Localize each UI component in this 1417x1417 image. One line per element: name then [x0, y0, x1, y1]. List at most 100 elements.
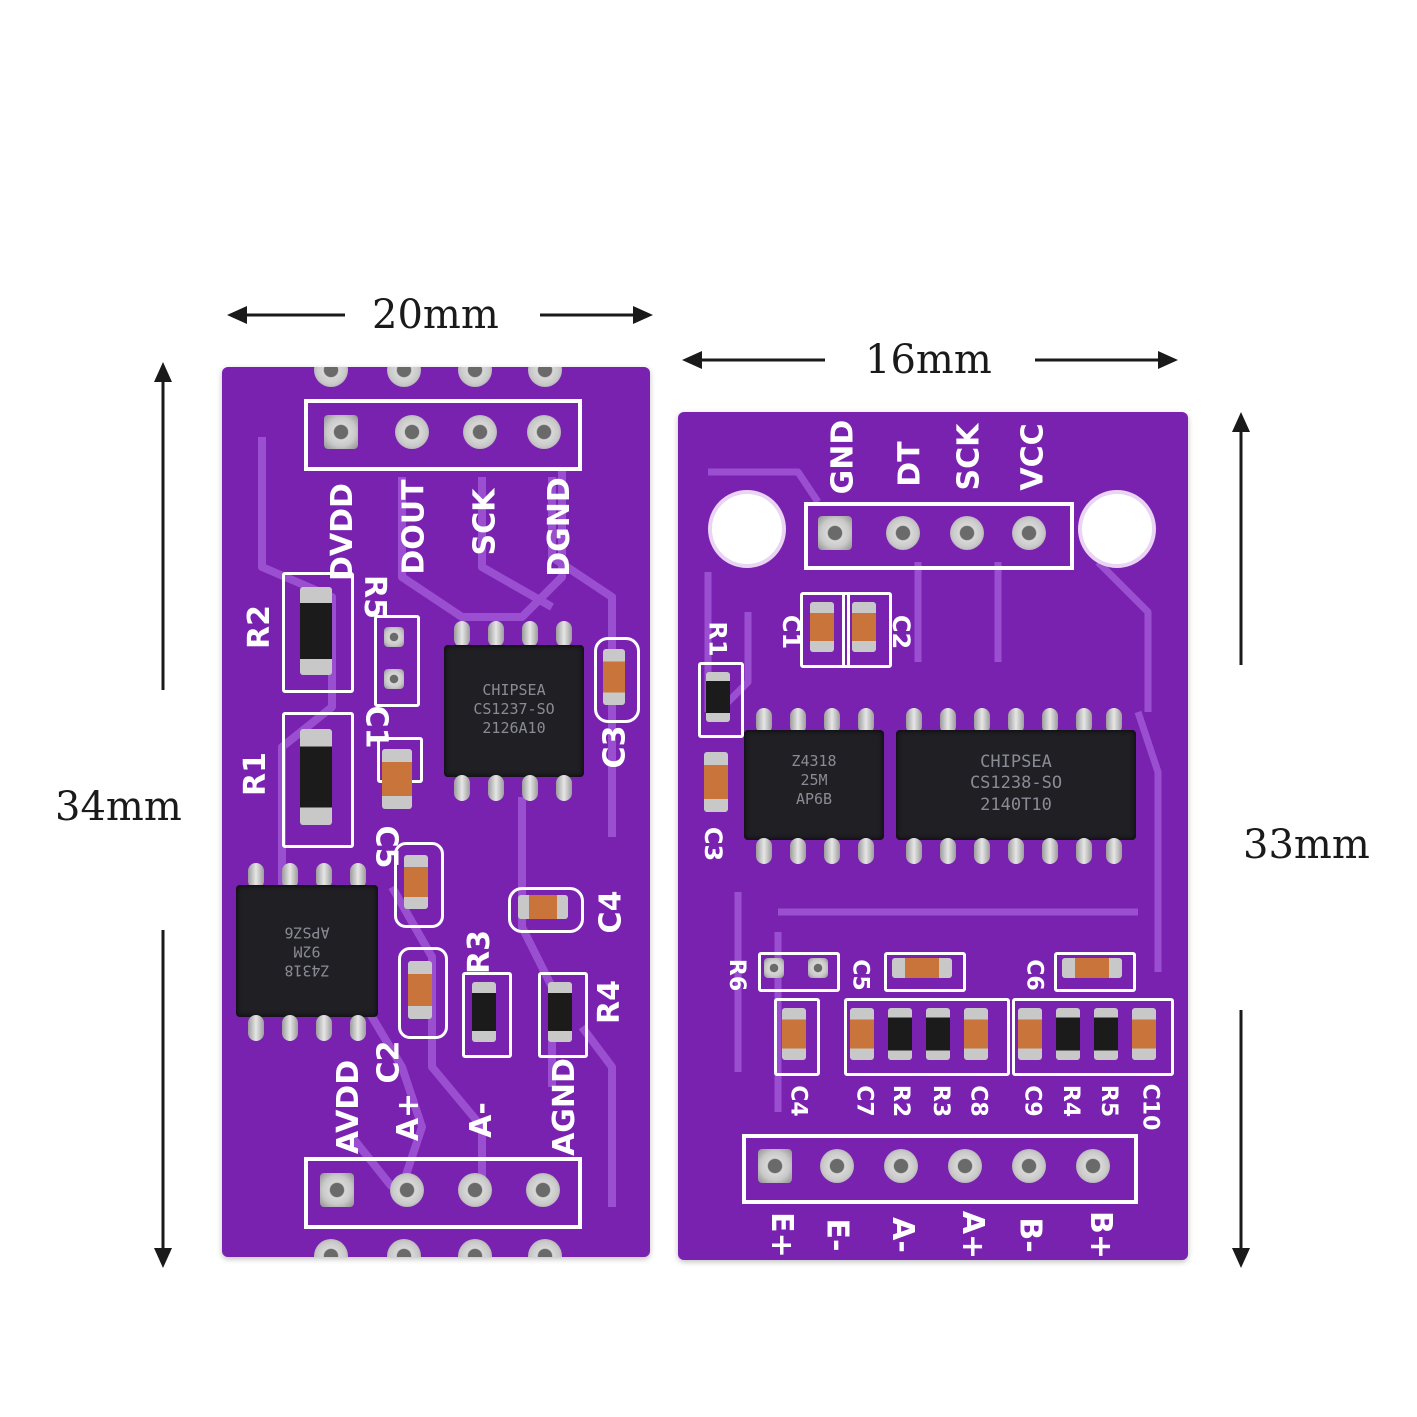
height-arrow-left-board	[154, 362, 172, 1268]
right-top-pad-1	[818, 516, 852, 550]
left-r5-pad-2	[384, 669, 404, 689]
right-chip2-leg-b5	[1042, 838, 1058, 864]
left-label-r5: R5	[356, 575, 392, 619]
chip-mark-line-3: 2126A10	[482, 718, 546, 737]
right-pin-label-a-minus: A-	[884, 1217, 920, 1253]
left-chip1-leg-t1	[454, 621, 470, 647]
chip-mark-line-2: 25M	[800, 770, 828, 789]
right-chip2-leg-b3	[974, 838, 990, 864]
right-c6-outline	[1054, 952, 1136, 992]
right-pin-label-a-plus: A+	[955, 1210, 991, 1260]
left-height-label: 34mm	[55, 784, 182, 830]
left-label-c3: C3	[597, 725, 633, 769]
left-top-pad-1	[324, 415, 358, 449]
right-bank-left-outline	[774, 998, 820, 1076]
right-pcb-board: GND DT SCK VCC C1 C2 R1 C3 Z4318 25M AP6…	[678, 412, 1188, 1260]
chip-marking: CHIPSEA CS1238-SO 2140T10	[896, 752, 1136, 816]
left-chip2-leg-b3	[316, 1015, 332, 1041]
left-label-c4: C4	[593, 890, 629, 934]
right-c2-capacitor	[852, 602, 876, 652]
right-c1-outline	[800, 592, 850, 668]
left-top-header-outline	[304, 399, 582, 471]
right-label-r3: R3	[928, 1084, 954, 1118]
right-chip2-leg-b1	[906, 838, 922, 864]
right-pcb-traces	[704, 468, 1162, 1112]
right-top-pad-4	[1012, 516, 1046, 550]
right-label-c8: C8	[965, 1085, 991, 1117]
left-chip1-leg-b3	[522, 775, 538, 801]
left-top-pin-3	[458, 367, 492, 387]
right-chip2-leg-t3	[974, 708, 990, 734]
right-pin-label-e-minus: E-	[819, 1218, 855, 1252]
chip-mark-line-2: 92M	[293, 942, 321, 961]
right-chip2-leg-b6	[1076, 838, 1092, 864]
right-bank-mid-outline	[844, 998, 1010, 1076]
left-pin-label-avdd: AVDD	[331, 1059, 367, 1155]
right-bottom-pad-4	[948, 1149, 982, 1183]
right-chip2-leg-t1	[906, 708, 922, 734]
right-pin-label-dt: DT	[892, 441, 928, 487]
right-r1-outline	[698, 662, 744, 738]
right-label-c10: C10	[1137, 1083, 1163, 1131]
right-label-c2: C2	[887, 614, 916, 650]
right-c1-capacitor	[810, 602, 834, 652]
right-c6-capacitor	[1062, 958, 1122, 978]
right-c3-capacitor	[704, 752, 728, 812]
left-c5-outline	[394, 842, 444, 928]
left-chip1-leg-b1	[454, 775, 470, 801]
left-r1-outline	[282, 712, 354, 848]
right-r5-resistor	[1094, 1008, 1118, 1060]
left-label-r2: R2	[241, 605, 277, 649]
left-c2-capacitor	[408, 961, 432, 1019]
right-label-r1: R1	[703, 621, 732, 657]
left-bottom-header-outline	[304, 1157, 582, 1229]
right-r4-resistor	[1056, 1008, 1080, 1060]
left-chip1-leg-b2	[488, 775, 504, 801]
right-bottom-pad-1	[758, 1149, 792, 1183]
right-label-r2: R2	[888, 1084, 914, 1118]
chip-marking: Z4318 92M APSZ6	[236, 923, 378, 980]
left-chip2-leg-b4	[350, 1015, 366, 1041]
left-width-label: 20mm	[372, 292, 499, 338]
right-pin-label-vcc: VCC	[1015, 423, 1051, 491]
right-c9-capacitor	[1018, 1008, 1042, 1060]
right-label-r5: R5	[1096, 1084, 1122, 1118]
left-c5-cap-lower	[404, 855, 428, 909]
right-pin-label-b-minus: B-	[1012, 1217, 1048, 1253]
left-pin-label-a-plus: A+	[391, 1092, 427, 1142]
right-c5-capacitor	[892, 958, 952, 978]
right-r1-resistor	[706, 672, 730, 722]
right-r3-resistor	[926, 1008, 950, 1060]
right-chip1-leg-b3	[824, 838, 840, 864]
chip-mark-line-3: 2140T10	[980, 794, 1052, 815]
right-mounting-hole-left	[708, 490, 786, 568]
right-c4-capacitor	[782, 1008, 806, 1060]
left-label-c2: C2	[371, 1040, 407, 1084]
left-label-r3: R3	[461, 930, 497, 974]
right-bottom-pad-6	[1076, 1149, 1110, 1183]
right-r6-outline	[758, 952, 840, 992]
chip-mark-line-1: Z4318	[791, 752, 837, 770]
left-pin-label-agnd: AGND	[546, 1058, 582, 1156]
right-label-c3: C3	[699, 826, 728, 862]
left-pin-label-dgnd: DGND	[541, 477, 577, 577]
chip-mark-line-3: AP6B	[795, 789, 833, 808]
left-chip1-leg-b4	[556, 775, 572, 801]
right-chip2-leg-b4	[1008, 838, 1024, 864]
right-c2-outline	[842, 592, 892, 668]
width-arrow-right-board	[682, 351, 1178, 369]
right-label-c4: C4	[785, 1085, 811, 1117]
right-top-header-outline	[804, 502, 1074, 570]
left-top-pin-1	[314, 367, 348, 387]
left-c2-outline	[398, 947, 448, 1039]
left-r3-outline	[462, 972, 512, 1058]
left-chip2-leg-b1	[248, 1015, 264, 1041]
right-top-pad-2	[886, 516, 920, 550]
right-pin-label-b-plus: B+	[1083, 1210, 1119, 1260]
left-chip2-leg-t3	[316, 863, 332, 889]
left-r2-outline	[282, 572, 354, 693]
left-bottom-pin-1	[314, 1239, 348, 1257]
right-top-pad-3	[950, 516, 984, 550]
left-pin-label-dout: DOUT	[396, 479, 432, 575]
right-chip1-leg-t4	[858, 708, 874, 734]
